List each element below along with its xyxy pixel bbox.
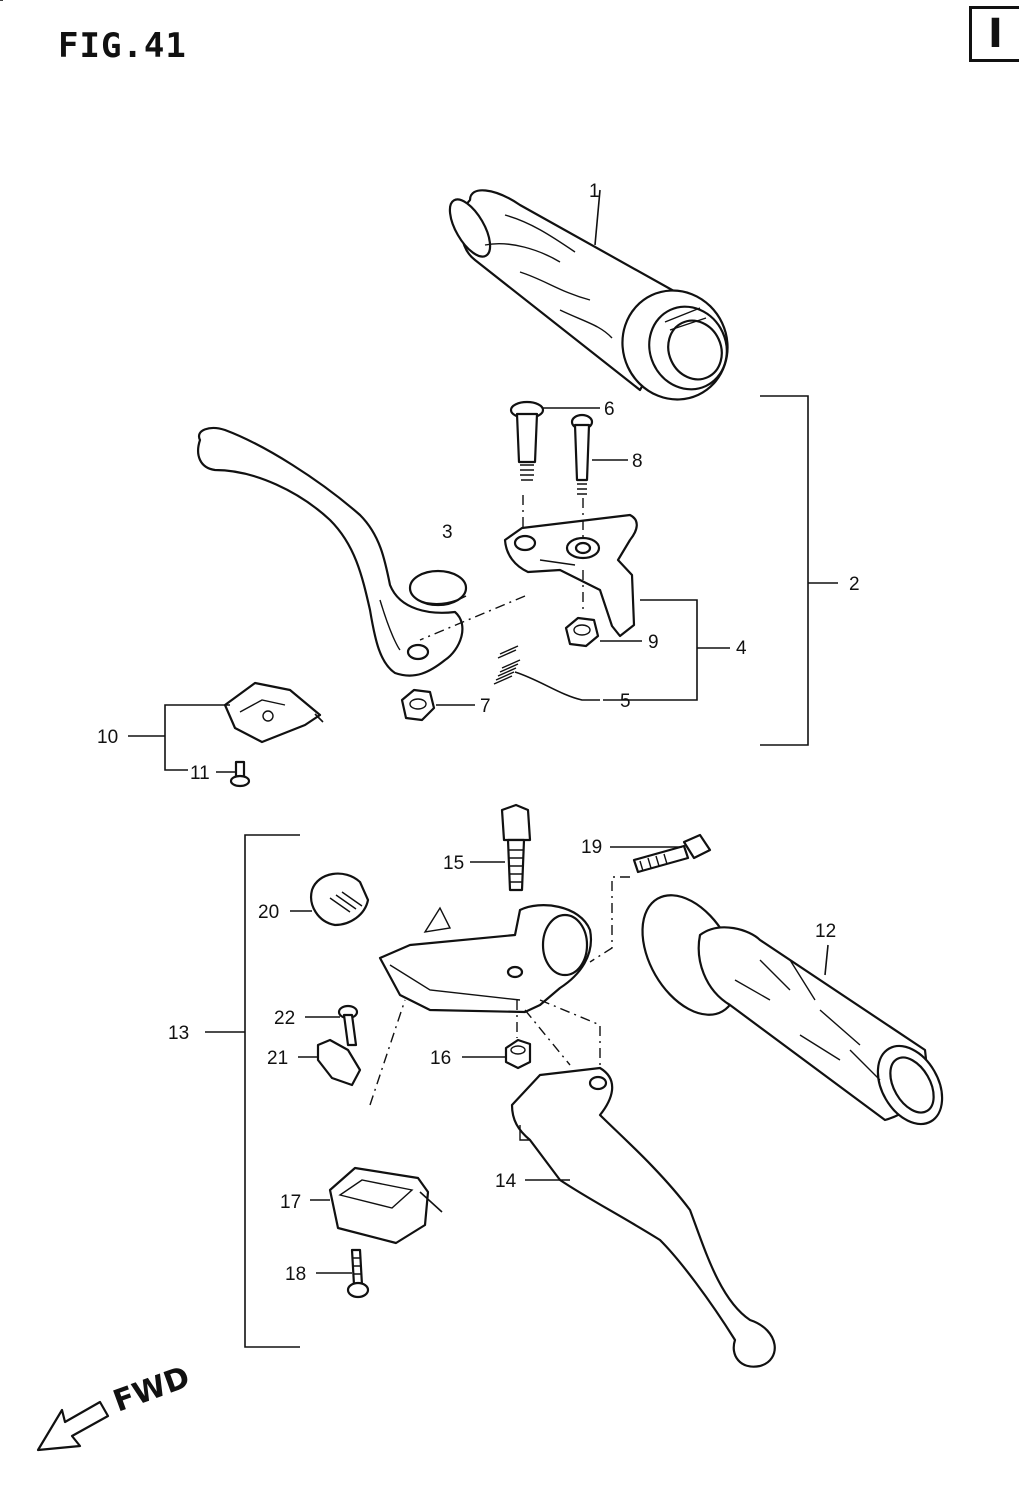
cable-adjuster-icon	[290, 872, 370, 927]
part-ref-label: 20	[258, 902, 279, 923]
screw-icon	[216, 760, 251, 788]
clutch-lever-holder-icon	[378, 904, 593, 1014]
spring-icon	[493, 645, 600, 701]
part-ref-label: 3	[442, 522, 453, 543]
part-ref-label: 15	[443, 853, 464, 874]
part-ref-label: 12	[815, 921, 836, 942]
figure-title: FIG.41	[58, 26, 187, 66]
part-ref-label: 22	[274, 1008, 295, 1029]
front-brake-lever-icon	[197, 426, 468, 677]
screw-icon	[316, 1248, 370, 1299]
nut-icon	[462, 1038, 532, 1070]
bolt-icon	[610, 833, 712, 874]
part-ref-label: 14	[495, 1171, 517, 1192]
pivot-bolt-icon	[509, 400, 600, 481]
part-ref-label: 18	[285, 1264, 306, 1285]
clutch-lever-icon	[510, 1066, 776, 1368]
right-throttle-grip-icon	[448, 189, 729, 401]
nut-icon	[400, 688, 475, 722]
left-handlebar-grip-icon	[641, 894, 944, 1126]
screw-icon	[305, 1004, 359, 1047]
part-ref-label: 11	[190, 763, 210, 784]
part-ref-label: 6	[604, 399, 615, 420]
part-ref-label: 4	[736, 638, 747, 659]
lever-holder-bracket-icon	[503, 513, 638, 638]
part-ref-label: 10	[97, 727, 118, 748]
pivot-bolt-icon	[470, 803, 532, 892]
part-ref-label: 8	[632, 451, 643, 472]
part-ref-label: 17	[280, 1192, 301, 1213]
part-ref-label: 13	[168, 1023, 189, 1044]
part-ref-label: 16	[430, 1048, 451, 1069]
clutch-switch-icon	[310, 1166, 443, 1245]
section-mark: I	[969, 6, 1019, 62]
part-ref-label: 21	[267, 1048, 288, 1069]
part-ref-label: 7	[480, 696, 491, 717]
clip-plate-icon	[298, 1038, 362, 1087]
part-ref-label: 1	[589, 181, 600, 202]
fwd-label: FWD	[109, 1360, 195, 1420]
part-ref-label: 5	[620, 691, 631, 712]
part-ref-label: 19	[581, 837, 602, 858]
part-ref-label: 2	[849, 574, 860, 595]
screw-icon	[570, 413, 628, 495]
nut-icon	[564, 616, 642, 648]
part-ref-label: 9	[648, 632, 659, 653]
forward-arrow-icon	[36, 1400, 110, 1452]
brake-light-switch-icon	[223, 681, 324, 744]
